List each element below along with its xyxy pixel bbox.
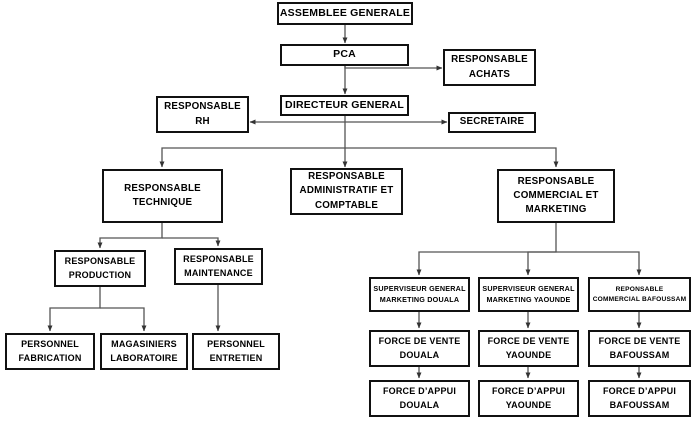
node-line: PERSONNEL: [207, 339, 265, 350]
node-responsable-achats[interactable]: RESPONSABLE ACHATS: [443, 49, 536, 86]
node-line: COMMERCIAL BAFOUSSAM: [592, 295, 687, 303]
node-line: MARKETING DOUALA: [379, 294, 460, 304]
node-force-d-appui-douala[interactable]: FORCE D’APPUI DOUALA: [369, 380, 470, 417]
node-responsable-technique[interactable]: RESPONSABLE TECHNIQUE: [102, 169, 223, 223]
node-line: RESPONSABLE: [64, 256, 136, 267]
node-line: RESPONSABLE: [124, 182, 201, 194]
node-line: RH: [195, 115, 210, 127]
node-line: FORCE D’APPUI: [491, 386, 566, 397]
node-line: FORCE DE VENTE: [598, 336, 681, 347]
node-line: TECHNIQUE: [132, 197, 193, 208]
node-line: BAFOUSSAM: [609, 349, 670, 360]
node-assemblee-generale[interactable]: ASSEMBLEE GENERALE: [277, 2, 413, 25]
node-line: RESPONSABLE: [517, 175, 595, 187]
node-line: SECRETAIRE: [459, 116, 525, 128]
node-line: ADMINISTRATIF ET: [299, 185, 394, 197]
node-line: FORCE DE VENTE: [487, 336, 570, 347]
node-responsable-production[interactable]: RESPONSABLE PRODUCTION: [54, 250, 146, 287]
node-line: FORCE D’APPUI: [382, 386, 457, 397]
node-line: COMMERCIAL ET: [513, 189, 599, 201]
node-line: PERSONNEL: [21, 339, 79, 350]
node-line: MAINTENANCE: [184, 267, 253, 278]
node-line: ENTRETIEN: [209, 352, 263, 363]
node-line: MARKETING: [525, 204, 587, 216]
node-line: MARKETING YAOUNDE: [486, 294, 571, 304]
node-line: YAOUNDE: [505, 349, 552, 360]
node-responsable-administratif-comptable[interactable]: RESPONSABLE ADMINISTRATIF ET COMPTABLE: [290, 168, 403, 215]
node-line: RESPONSABLE: [308, 171, 385, 183]
node-line: YAOUNDE: [505, 399, 552, 410]
node-line: MAGASINIERS: [111, 339, 177, 350]
node-line: FABRICATION: [18, 352, 82, 363]
node-force-d-appui-yaounde[interactable]: FORCE D’APPUI YAOUNDE: [478, 380, 579, 417]
node-personnel-entretien[interactable]: PERSONNEL ENTRETIEN: [192, 333, 280, 370]
node-force-de-vente-douala[interactable]: FORCE DE VENTE DOUALA: [369, 330, 470, 367]
node-line: RESPONSABLE: [164, 101, 241, 113]
node-line: DIRECTEUR GENERAL: [285, 98, 404, 111]
node-line: SUPERVISEUR GENERAL: [482, 284, 575, 294]
node-line: ACHATS: [468, 68, 511, 80]
node-reponsable-commercial-bafoussam[interactable]: REPONSABLE COMMERCIAL BAFOUSSAM: [588, 277, 691, 312]
node-superviseur-general-marketing-douala[interactable]: SUPERVISEUR GENERAL MARKETING DOUALA: [369, 277, 470, 312]
node-force-de-vente-yaounde[interactable]: FORCE DE VENTE YAOUNDE: [478, 330, 579, 367]
node-force-de-vente-bafoussam[interactable]: FORCE DE VENTE BAFOUSSAM: [588, 330, 691, 367]
node-force-d-appui-bafoussam[interactable]: FORCE D’APPUI BAFOUSSAM: [588, 380, 691, 417]
node-line: REPONSABLE: [615, 285, 664, 293]
node-responsable-maintenance[interactable]: RESPONSABLE MAINTENANCE: [174, 248, 263, 285]
node-line: RESPONSABLE: [183, 254, 254, 265]
node-responsable-commercial-marketing[interactable]: RESPONSABLE COMMERCIAL ET MARKETING: [497, 169, 615, 223]
node-line: FORCE D’APPUI: [602, 386, 677, 397]
node-line: FORCE DE VENTE: [378, 336, 461, 347]
node-directeur-general[interactable]: DIRECTEUR GENERAL: [280, 95, 409, 116]
node-secretaire[interactable]: SECRETAIRE: [448, 112, 536, 133]
node-line: RESPONSABLE: [451, 54, 528, 66]
node-line: LABORATOIRE: [110, 352, 178, 363]
node-responsable-rh[interactable]: RESPONSABLE RH: [156, 96, 249, 133]
node-line: PRODUCTION: [68, 269, 132, 280]
node-line: ASSEMBLEE GENERALE: [279, 6, 411, 19]
node-line: PCA: [333, 48, 356, 61]
node-line: DOUALA: [399, 349, 440, 360]
node-line: COMPTABLE: [314, 199, 379, 211]
node-line: SUPERVISEUR GENERAL: [373, 284, 466, 294]
node-pca[interactable]: PCA: [280, 44, 409, 66]
node-magasiniers-laboratoire[interactable]: MAGASINIERS LABORATOIRE: [100, 333, 188, 370]
node-line: BAFOUSSAM: [609, 399, 670, 410]
node-line: DOUALA: [399, 399, 440, 410]
node-superviseur-general-marketing-yaounde[interactable]: SUPERVISEUR GENERAL MARKETING YAOUNDE: [478, 277, 579, 312]
node-personnel-fabrication[interactable]: PERSONNEL FABRICATION: [5, 333, 95, 370]
